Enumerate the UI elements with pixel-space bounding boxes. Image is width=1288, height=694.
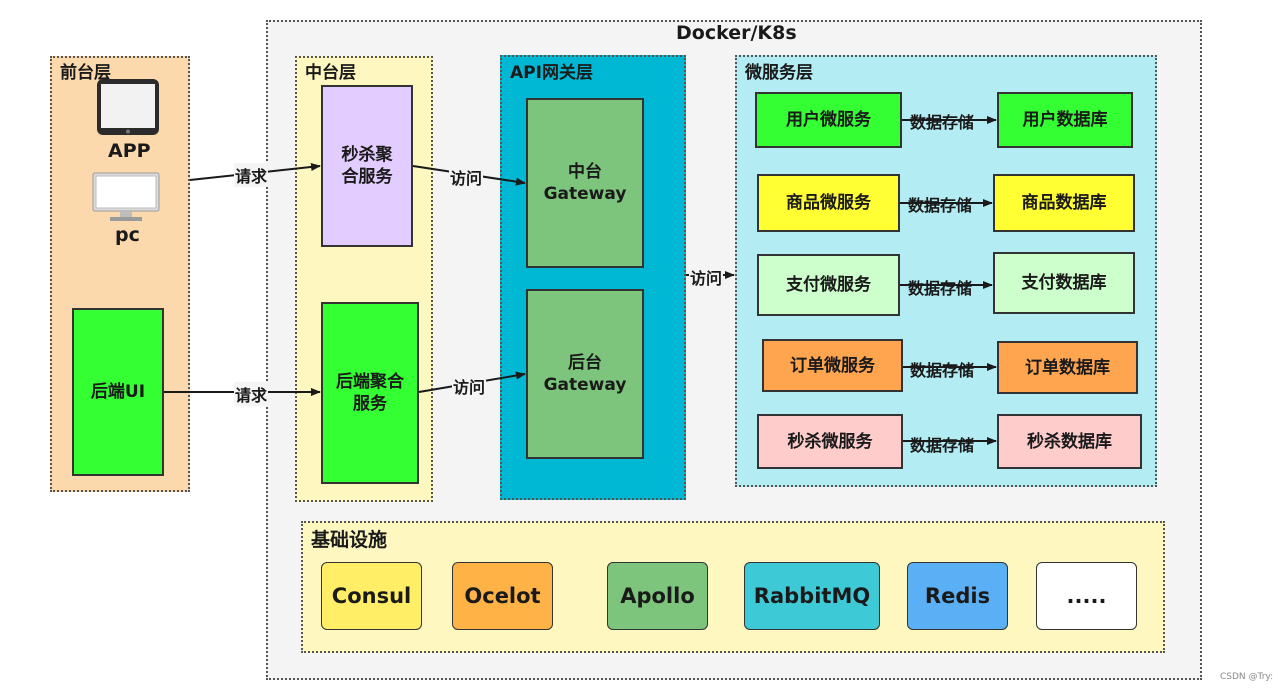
seckill-aggregate-service: 秒杀聚 合服务 bbox=[321, 85, 413, 247]
docker-k8s-title: Docker/K8s bbox=[676, 22, 797, 44]
order-database-label: 订单数据库 bbox=[1025, 357, 1110, 378]
seckill-database: 秒杀数据库 bbox=[997, 414, 1142, 469]
pc-label: pc bbox=[115, 224, 140, 246]
backend-ui-label: 后端UI bbox=[90, 382, 146, 402]
consul-box: Consul bbox=[321, 562, 422, 630]
monitor-icon bbox=[92, 172, 160, 222]
order-microservice: 订单微服务 bbox=[762, 339, 903, 392]
payment-microservice: 支付微服务 bbox=[757, 254, 900, 316]
consul-label: Consul bbox=[331, 584, 412, 608]
request-label-top: 请求 bbox=[234, 163, 269, 187]
seckill-microservice-label: 秒杀微服务 bbox=[787, 431, 873, 452]
user-database: 用户数据库 bbox=[997, 92, 1133, 148]
seckill-agg-line-2: 合服务 bbox=[341, 167, 393, 187]
redis-label: Redis bbox=[924, 584, 991, 608]
watermark: CSDN @Try: bbox=[1220, 672, 1274, 682]
seckill-database-label: 秒杀数据库 bbox=[1027, 431, 1112, 452]
product-microservice-label: 商品微服务 bbox=[786, 193, 871, 213]
visit-label-gateway: 访问 bbox=[689, 265, 724, 289]
backend-gw-line-2: Gateway bbox=[543, 375, 627, 395]
product-database-label: 商品数据库 bbox=[1021, 193, 1107, 213]
frontend-layer-title: 前台层 bbox=[60, 63, 111, 83]
storage-label-user: 数据存储 bbox=[910, 113, 975, 132]
backend-gw-line-1: 后台 bbox=[568, 353, 602, 373]
request-label-bottom: 请求 bbox=[234, 382, 269, 406]
user-microservice: 用户微服务 bbox=[755, 92, 902, 148]
apollo-box: Apollo bbox=[607, 562, 708, 630]
api-gateway-layer-title: API网关层 bbox=[510, 63, 593, 83]
infrastructure-layer-title: 基础设施 bbox=[311, 529, 388, 551]
visit-label-bottom: 访问 bbox=[452, 374, 487, 398]
middle-gw-line-1: 中台 bbox=[568, 162, 602, 182]
seckill-microservice: 秒杀微服务 bbox=[757, 414, 903, 469]
backend-agg-line-1: 后端聚合 bbox=[336, 372, 404, 392]
middle-gateway: 中台 Gateway bbox=[526, 98, 644, 268]
redis-box: Redis bbox=[907, 562, 1008, 630]
order-microservice-label: 订单微服务 bbox=[790, 355, 875, 376]
visit-label-top: 访问 bbox=[449, 165, 484, 189]
user-database-label: 用户数据库 bbox=[1022, 110, 1108, 130]
storage-label-order: 数据存储 bbox=[910, 361, 975, 380]
backend-aggregate-service: 后端聚合 服务 bbox=[321, 302, 419, 484]
order-database: 订单数据库 bbox=[997, 341, 1138, 394]
more-label: ..... bbox=[1066, 584, 1107, 608]
rabbitmq-box: RabbitMQ bbox=[744, 562, 880, 630]
ocelot-box: Ocelot bbox=[452, 562, 553, 630]
storage-label-product: 数据存储 bbox=[908, 196, 973, 215]
middle-gw-line-2: Gateway bbox=[543, 184, 627, 204]
rabbitmq-label: RabbitMQ bbox=[753, 584, 871, 608]
backend-agg-line-2: 服务 bbox=[353, 394, 387, 414]
app-label: APP bbox=[108, 140, 151, 162]
more-box: ..... bbox=[1036, 562, 1137, 630]
payment-microservice-label: 支付微服务 bbox=[786, 275, 871, 295]
microservice-layer-title: 微服务层 bbox=[745, 63, 813, 83]
storage-label-payment: 数据存储 bbox=[908, 279, 973, 298]
payment-database: 支付数据库 bbox=[993, 252, 1135, 314]
seckill-agg-line-1: 秒杀聚 bbox=[341, 145, 393, 165]
product-microservice: 商品微服务 bbox=[757, 174, 900, 232]
user-microservice-label: 用户微服务 bbox=[786, 110, 871, 130]
middle-layer-title: 中台层 bbox=[305, 63, 356, 83]
ocelot-label: Ocelot bbox=[464, 584, 541, 608]
backend-ui-box: 后端UI bbox=[72, 308, 164, 476]
product-database: 商品数据库 bbox=[993, 174, 1135, 232]
backend-gateway: 后台 Gateway bbox=[526, 289, 644, 459]
infrastructure-layer bbox=[301, 521, 1165, 653]
payment-database-label: 支付数据库 bbox=[1021, 273, 1107, 293]
apollo-label: Apollo bbox=[620, 584, 695, 608]
tablet-icon bbox=[96, 78, 160, 136]
